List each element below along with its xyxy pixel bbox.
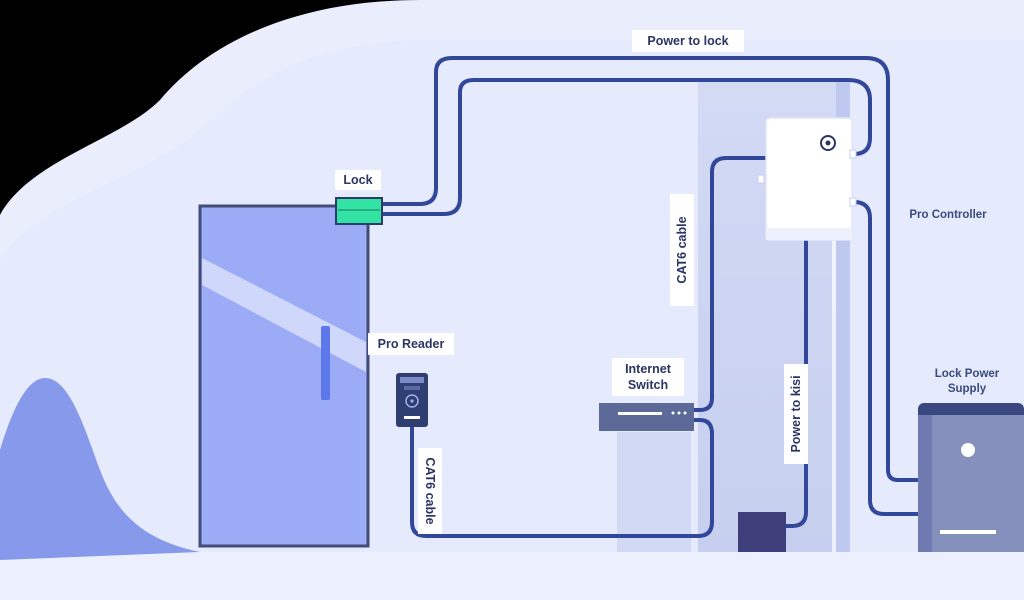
pro-controller-device bbox=[757, 117, 857, 241]
label-power-to-lock-text: Power to lock bbox=[647, 34, 728, 48]
hill bbox=[0, 378, 200, 560]
wall-line bbox=[832, 238, 836, 552]
label-lock-power-supply: Lock Power Supply bbox=[935, 368, 1000, 395]
label-cat6-top-text: CAT6 cable bbox=[675, 216, 689, 283]
pro-reader-device bbox=[396, 373, 428, 427]
power-indicator bbox=[961, 443, 975, 457]
label-lock-power-supply-line1: Lock Power bbox=[935, 368, 1000, 380]
cables bbox=[378, 56, 920, 538]
label-pro-reader: Pro Reader bbox=[368, 333, 454, 355]
floor bbox=[0, 552, 1024, 600]
lock-power-supply-device bbox=[918, 403, 1024, 552]
cable-power-to-lock-inner bbox=[378, 78, 872, 216]
label-cat6-bottom-text: CAT6 cable bbox=[423, 457, 437, 524]
kisi-logo-icon bbox=[820, 135, 836, 151]
label-internet-switch-line2: Switch bbox=[628, 378, 668, 392]
cable-supply-to-controller bbox=[852, 200, 920, 516]
cable-power-to-lock-outer bbox=[378, 56, 920, 482]
label-pro-controller-text: Pro Controller bbox=[909, 209, 987, 221]
kisi-logo-icon bbox=[405, 394, 419, 408]
label-lock-power-supply-line2: Supply bbox=[948, 383, 987, 395]
label-power-to-kisi: Power to kisi bbox=[784, 364, 808, 464]
label-internet-switch: Internet Switch bbox=[612, 358, 684, 396]
lock-device bbox=[335, 197, 383, 225]
label-pro-controller: Pro Controller bbox=[909, 209, 987, 221]
switch-stand bbox=[617, 432, 691, 552]
cable-power-to-kisi bbox=[784, 234, 808, 528]
cable-cat6-bottom bbox=[410, 418, 714, 538]
door-handle bbox=[321, 326, 330, 400]
power-to-kisi-box bbox=[738, 512, 786, 552]
label-power-to-kisi-text: Power to kisi bbox=[789, 375, 803, 452]
door bbox=[198, 204, 370, 548]
label-cat6-top: CAT6 cable bbox=[670, 194, 694, 306]
label-power-to-lock: Power to lock bbox=[632, 30, 744, 52]
label-cat6-bottom: CAT6 cable bbox=[418, 448, 442, 534]
internet-switch-device bbox=[599, 403, 694, 431]
label-lock-text: Lock bbox=[343, 173, 372, 187]
cable-cat6-top bbox=[692, 156, 768, 412]
label-lock: Lock bbox=[335, 170, 381, 190]
label-pro-reader-text: Pro Reader bbox=[378, 337, 445, 351]
label-internet-switch-line1: Internet bbox=[625, 362, 672, 376]
